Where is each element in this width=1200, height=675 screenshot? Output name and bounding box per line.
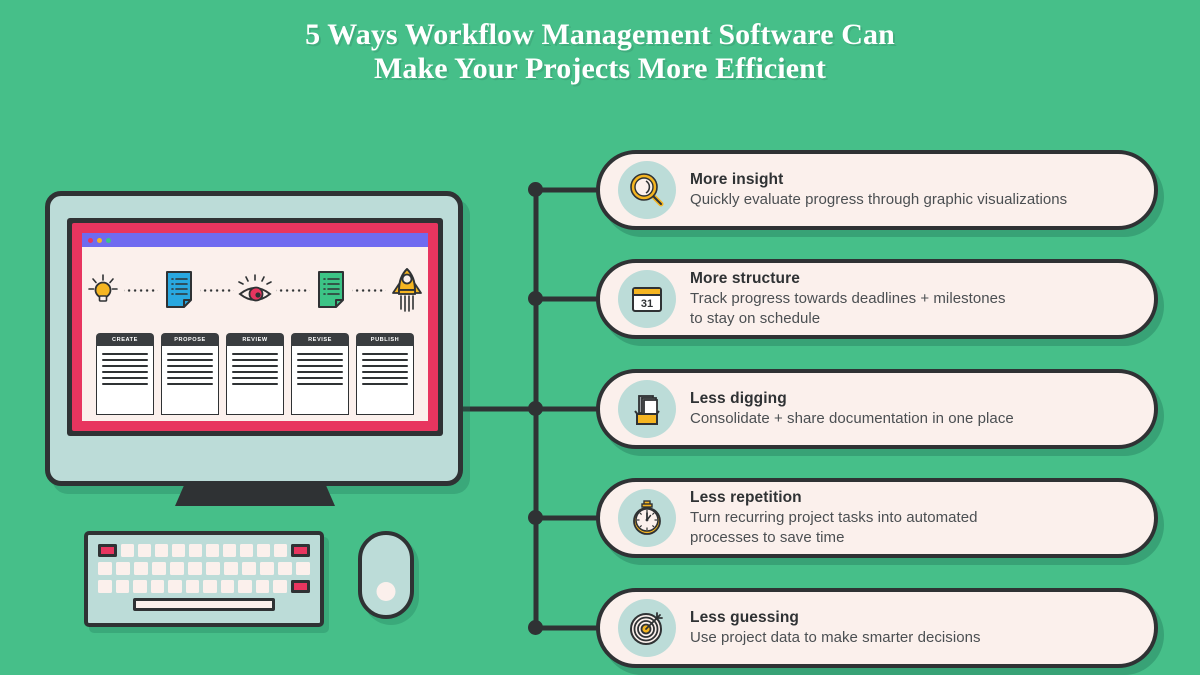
mouse[interactable] [358, 531, 414, 619]
column-header: CREATE [96, 333, 154, 346]
card-text-block: More insight Quickly evaluate progress t… [690, 170, 1093, 210]
kanban-column[interactable]: REVISE [291, 333, 349, 415]
column-body [161, 346, 219, 415]
spacebar-key[interactable] [133, 598, 275, 611]
column-body [356, 346, 414, 415]
calendar-icon: 31 [618, 270, 676, 328]
workflow-diagram [82, 251, 428, 329]
monitor-stand [175, 484, 335, 506]
column-header: REVIEW [226, 333, 284, 346]
column-header: PUBLISH [356, 333, 414, 346]
card-less-digging[interactable]: Less digging Consolidate + share documen… [596, 369, 1158, 449]
window-minimize-dot[interactable] [97, 237, 102, 243]
blue-document-icon [158, 259, 200, 321]
key-accent[interactable] [98, 544, 117, 557]
card-description: Quickly evaluate progress through graphi… [690, 191, 1068, 208]
column-body [226, 346, 284, 415]
column-body [291, 346, 349, 415]
eye-icon [234, 259, 276, 321]
monitor-bezel: CREATE PROPOSE [67, 218, 443, 436]
kanban-column[interactable]: CREATE [96, 333, 154, 415]
card-text-block: More structure Track progress towards de… [690, 269, 1032, 329]
connector-dot-3 [528, 401, 543, 416]
title-line-2: Make Your Projects More Efficient [373, 52, 827, 85]
page-title: 5 Ways Workflow Management Software Can … [0, 18, 1200, 86]
card-description: Consolidate + share documentation in one… [690, 410, 1014, 427]
key-accent[interactable] [291, 544, 310, 557]
card-title: More structure [690, 270, 800, 287]
flow-connector-dots [199, 288, 235, 292]
lightbulb-icon [82, 259, 124, 321]
card-more-insight[interactable]: More insight Quickly evaluate progress t… [596, 150, 1158, 230]
connector-dot-2 [528, 291, 543, 306]
rocket-icon [386, 259, 428, 321]
screen-frame: CREATE PROPOSE [72, 223, 438, 431]
window-maximize-dot[interactable] [106, 237, 111, 243]
window-close-dot[interactable] [88, 237, 93, 243]
keyboard-row [98, 562, 310, 575]
monitor: CREATE PROPOSE [45, 191, 463, 486]
column-header: REVISE [291, 333, 349, 346]
card-more-structure[interactable]: 31 More structure Track progress towards… [596, 259, 1158, 339]
card-description: Track progress towards deadlines + miles… [690, 290, 1006, 327]
calendar-day-number: 31 [641, 298, 653, 310]
flow-connector-dots [351, 288, 387, 292]
column-header: PROPOSE [161, 333, 219, 346]
mouse-scroll-button[interactable] [376, 582, 396, 601]
connector-dot-4 [528, 510, 543, 525]
file-box-icon [618, 380, 676, 438]
flow-connector-dots [275, 288, 311, 292]
column-body [96, 346, 154, 415]
card-text-block: Less guessing Use project data to make s… [690, 608, 1007, 648]
card-text-block: Less repetition Turn recurring project t… [690, 488, 1004, 548]
window-titlebar [82, 233, 428, 247]
card-title: Less repetition [690, 489, 802, 506]
screen: CREATE PROPOSE [82, 233, 428, 421]
card-title: More insight [690, 171, 784, 188]
key-accent[interactable] [290, 580, 310, 593]
keyboard[interactable] [84, 531, 324, 627]
title-line-1: 5 Ways Workflow Management Software Can [305, 18, 895, 51]
card-text-block: Less digging Consolidate + share documen… [690, 389, 1040, 429]
card-title: Less digging [690, 390, 787, 407]
keyboard-row [98, 580, 310, 593]
target-icon [618, 599, 676, 657]
flow-connector-dots [123, 288, 159, 292]
kanban-column[interactable]: PUBLISH [356, 333, 414, 415]
card-less-guessing[interactable]: Less guessing Use project data to make s… [596, 588, 1158, 668]
card-description: Turn recurring project tasks into automa… [690, 509, 978, 546]
magnifying-glass-icon [618, 161, 676, 219]
keyboard-row [98, 544, 310, 557]
connector-dot-1 [528, 182, 543, 197]
green-document-icon [310, 259, 352, 321]
card-less-repetition[interactable]: Less repetition Turn recurring project t… [596, 478, 1158, 558]
kanban-column[interactable]: PROPOSE [161, 333, 219, 415]
card-description: Use project data to make smarter decisio… [690, 629, 981, 646]
connector-dot-5 [528, 620, 543, 635]
stopwatch-icon [618, 489, 676, 547]
kanban-columns: CREATE PROPOSE [96, 333, 414, 415]
kanban-column[interactable]: REVIEW [226, 333, 284, 415]
card-title: Less guessing [690, 609, 799, 626]
